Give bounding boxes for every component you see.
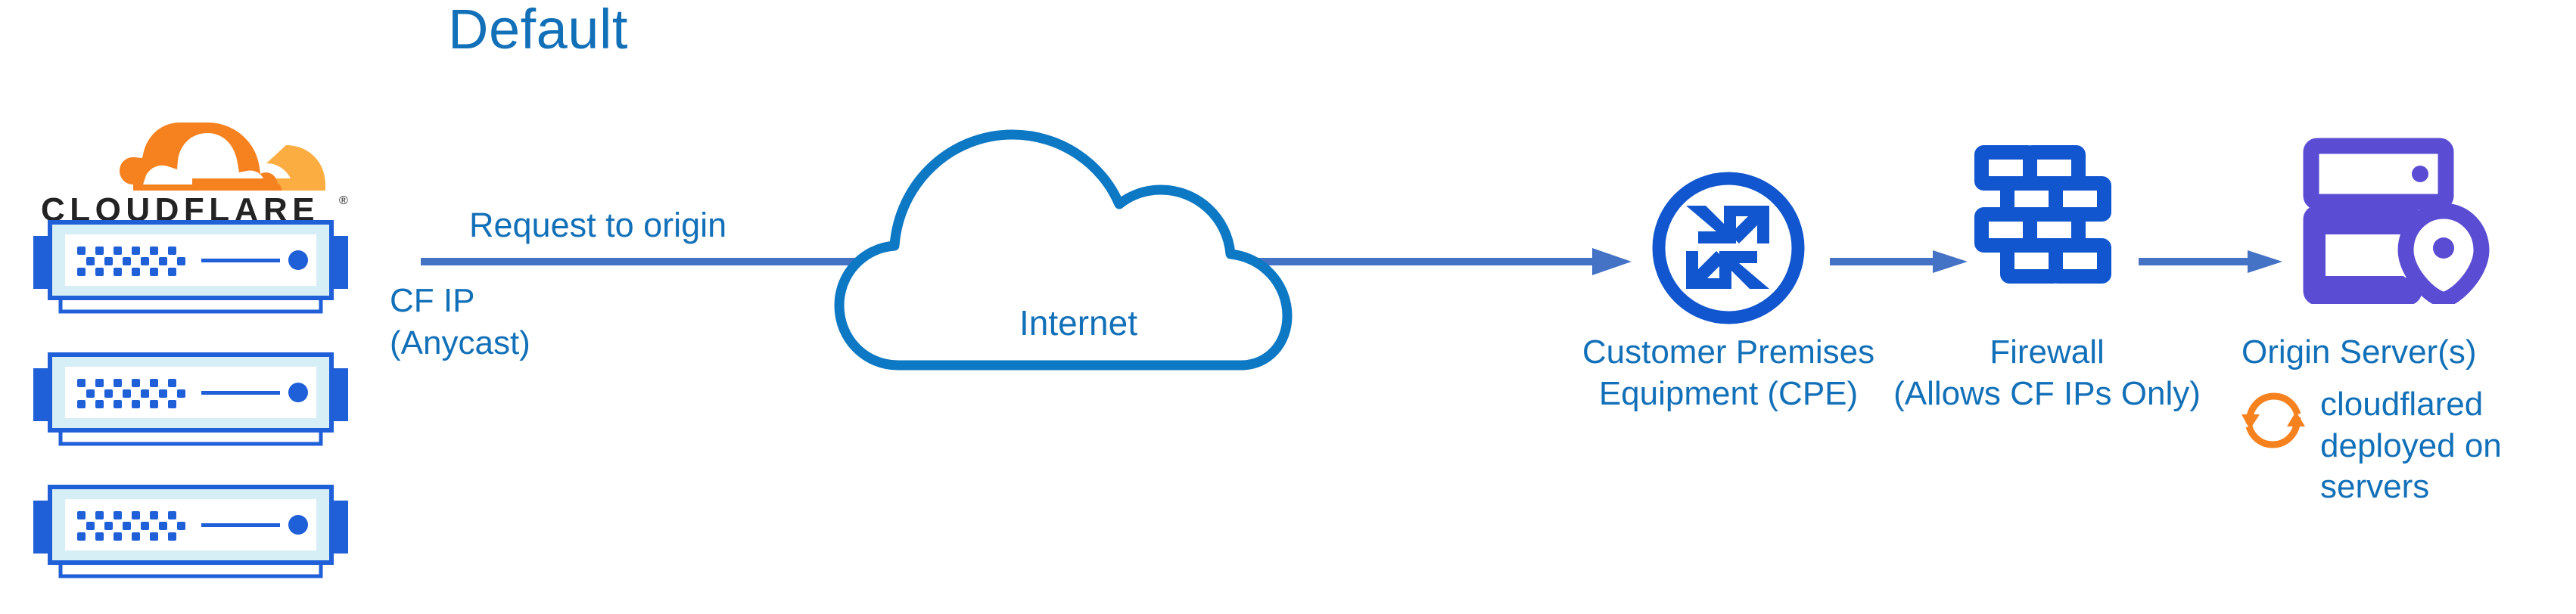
arrow-cpe-to-firewall: [1830, 248, 1968, 275]
cloudflare-edge-server-2: [32, 352, 350, 446]
router-icon: [1648, 168, 1809, 328]
cf-ip-label-line-1: CF IP: [390, 282, 475, 319]
caption-firewall: Firewall (Allows CF IPs Only): [1884, 331, 2210, 415]
internet-cloud-icon: [829, 104, 1328, 377]
caption-cpe: Customer Premises Equipment (CPE): [1513, 331, 1944, 415]
caption-origin-line-1: Origin Server(s): [2242, 333, 2477, 371]
cloudflared-line-1: cloudflared: [2320, 386, 2484, 423]
arrow-firewall-to-origin: [2139, 248, 2282, 275]
caption-cpe-line-1: Customer Premises: [1582, 333, 1875, 371]
cf-ip-label-line-2: (Anycast): [390, 324, 530, 362]
cloudflared-line-2: deployed on: [2320, 426, 2502, 464]
page-title: Default: [448, 0, 628, 60]
cloudflared-line-3: servers: [2320, 468, 2430, 506]
sync-arrows-icon: [2240, 387, 2307, 454]
cloudflare-edge-server-1: [32, 219, 350, 314]
caption-origin-server: Origin Server(s): [2242, 331, 2559, 373]
caption-firewall-line-2: (Allows CF IPs Only): [1893, 375, 2201, 413]
cloudflared-note: cloudflared deployed on servers: [2240, 384, 2565, 508]
cf-ip-anycast-label: CF IP (Anycast): [390, 280, 647, 365]
internet-label: Internet: [1019, 303, 1137, 343]
brick-wall-firewall-icon: [1974, 145, 2118, 310]
cloudflared-text: cloudflared deployed on servers: [2320, 384, 2502, 508]
request-to-origin-label: Request to origin: [469, 206, 727, 244]
registered-trademark-mark: ®: [339, 194, 348, 207]
cloudflare-cloud-logo: CLOUDFLARE ®: [36, 106, 354, 227]
caption-firewall-line-1: Firewall: [1990, 333, 2105, 371]
caption-cpe-line-2: Equipment (CPE): [1598, 375, 1859, 413]
origin-server-location-icon: [2303, 138, 2492, 304]
cloudflare-edge-server-3: [32, 484, 350, 578]
